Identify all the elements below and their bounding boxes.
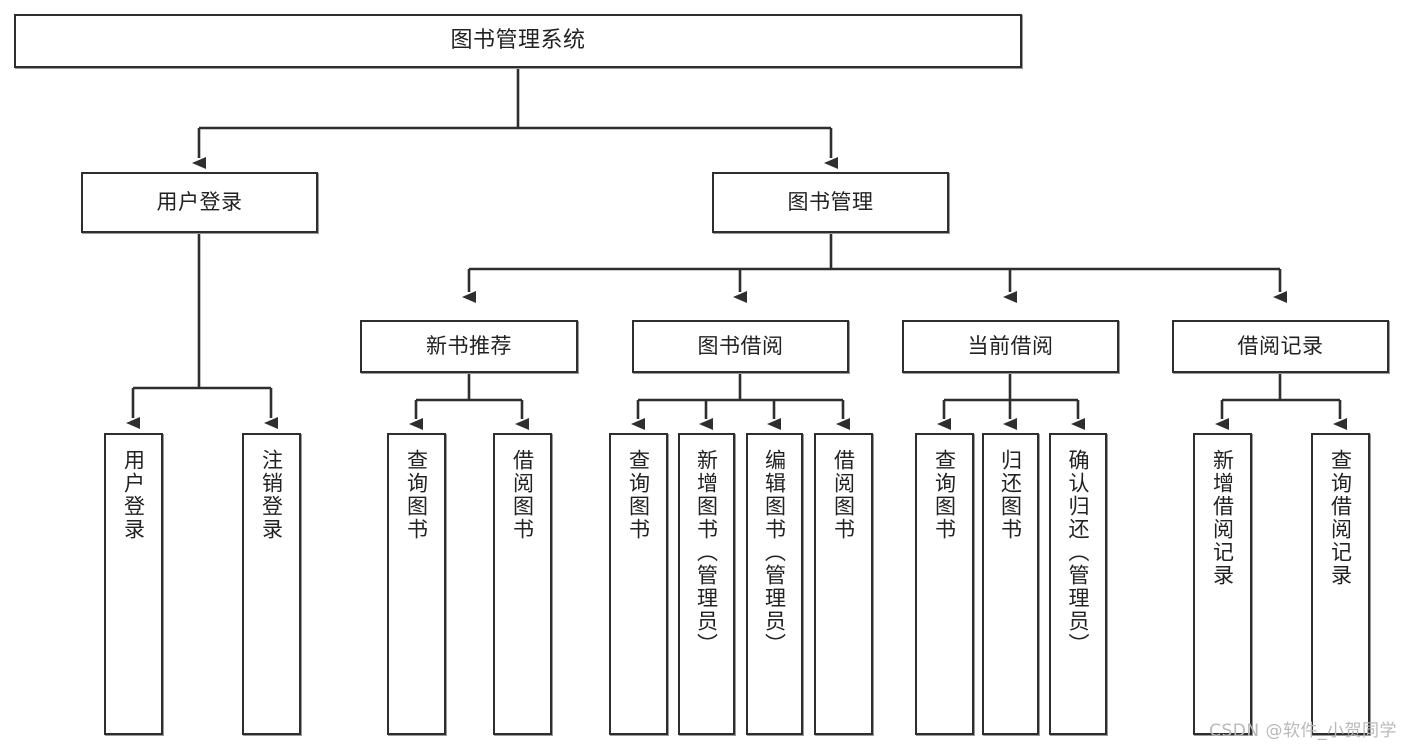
node-new-book-recommend-label: 新书推荐 <box>426 334 512 359</box>
csdn-watermark: CSDN @软件_小贺同学 <box>1209 721 1397 741</box>
node-book-management[interactable]: 图书管理 <box>712 172 949 233</box>
leaf-return-book-label: 归还图书 <box>998 449 1023 541</box>
leaf-edit-book[interactable]: 编辑图书（管理员） <box>746 433 803 735</box>
leaf-query-book-2[interactable]: 查询图书 <box>609 433 668 735</box>
node-root[interactable]: 图书管理系统 <box>14 14 1022 68</box>
leaf-borrow-book-1[interactable]: 借阅图书 <box>493 433 552 735</box>
leaf-query-book-1-label: 查询图书 <box>404 449 429 541</box>
leaf-add-record[interactable]: 新增借阅记录 <box>1193 433 1252 735</box>
leaf-logout[interactable]: 注销登录 <box>242 433 301 735</box>
leaf-user-login[interactable]: 用户登录 <box>104 433 163 735</box>
leaf-query-book-1[interactable]: 查询图书 <box>387 433 446 735</box>
leaf-user-login-label: 用户登录 <box>121 449 146 541</box>
node-current-borrow[interactable]: 当前借阅 <box>902 320 1119 373</box>
leaf-add-book[interactable]: 新增图书（管理员） <box>678 433 735 735</box>
leaf-return-book[interactable]: 归还图书 <box>982 433 1039 735</box>
node-borrow-record[interactable]: 借阅记录 <box>1172 320 1389 373</box>
leaf-query-book-2-label: 查询图书 <box>626 449 651 541</box>
leaf-query-record[interactable]: 查询借阅记录 <box>1311 433 1370 735</box>
leaf-query-record-label: 查询借阅记录 <box>1328 449 1353 587</box>
leaf-borrow-book-1-label: 借阅图书 <box>510 449 535 541</box>
leaf-borrow-book-2[interactable]: 借阅图书 <box>814 433 873 735</box>
leaf-add-book-label: 新增图书（管理员） <box>694 449 719 656</box>
node-user-login-label: 用户登录 <box>156 190 243 215</box>
leaf-edit-book-label: 编辑图书（管理员） <box>762 449 787 656</box>
node-book-borrow[interactable]: 图书借阅 <box>632 320 849 373</box>
leaf-confirm-return-label: 确认归还（管理员） <box>1066 449 1091 656</box>
leaf-logout-label: 注销登录 <box>259 449 284 541</box>
node-user-login[interactable]: 用户登录 <box>81 172 318 233</box>
leaf-query-book-3-label: 查询图书 <box>932 449 957 541</box>
leaf-query-book-3[interactable]: 查询图书 <box>915 433 974 735</box>
leaf-borrow-book-2-label: 借阅图书 <box>831 449 856 541</box>
node-root-label: 图书管理系统 <box>450 28 586 54</box>
leaf-confirm-return[interactable]: 确认归还（管理员） <box>1049 433 1107 735</box>
node-book-borrow-label: 图书借阅 <box>697 334 784 359</box>
leaf-add-record-label: 新增借阅记录 <box>1210 449 1235 587</box>
node-new-book-recommend[interactable]: 新书推荐 <box>360 320 578 373</box>
node-current-borrow-label: 当前借阅 <box>967 334 1054 359</box>
node-book-management-label: 图书管理 <box>787 190 874 215</box>
node-borrow-record-label: 借阅记录 <box>1237 334 1324 359</box>
